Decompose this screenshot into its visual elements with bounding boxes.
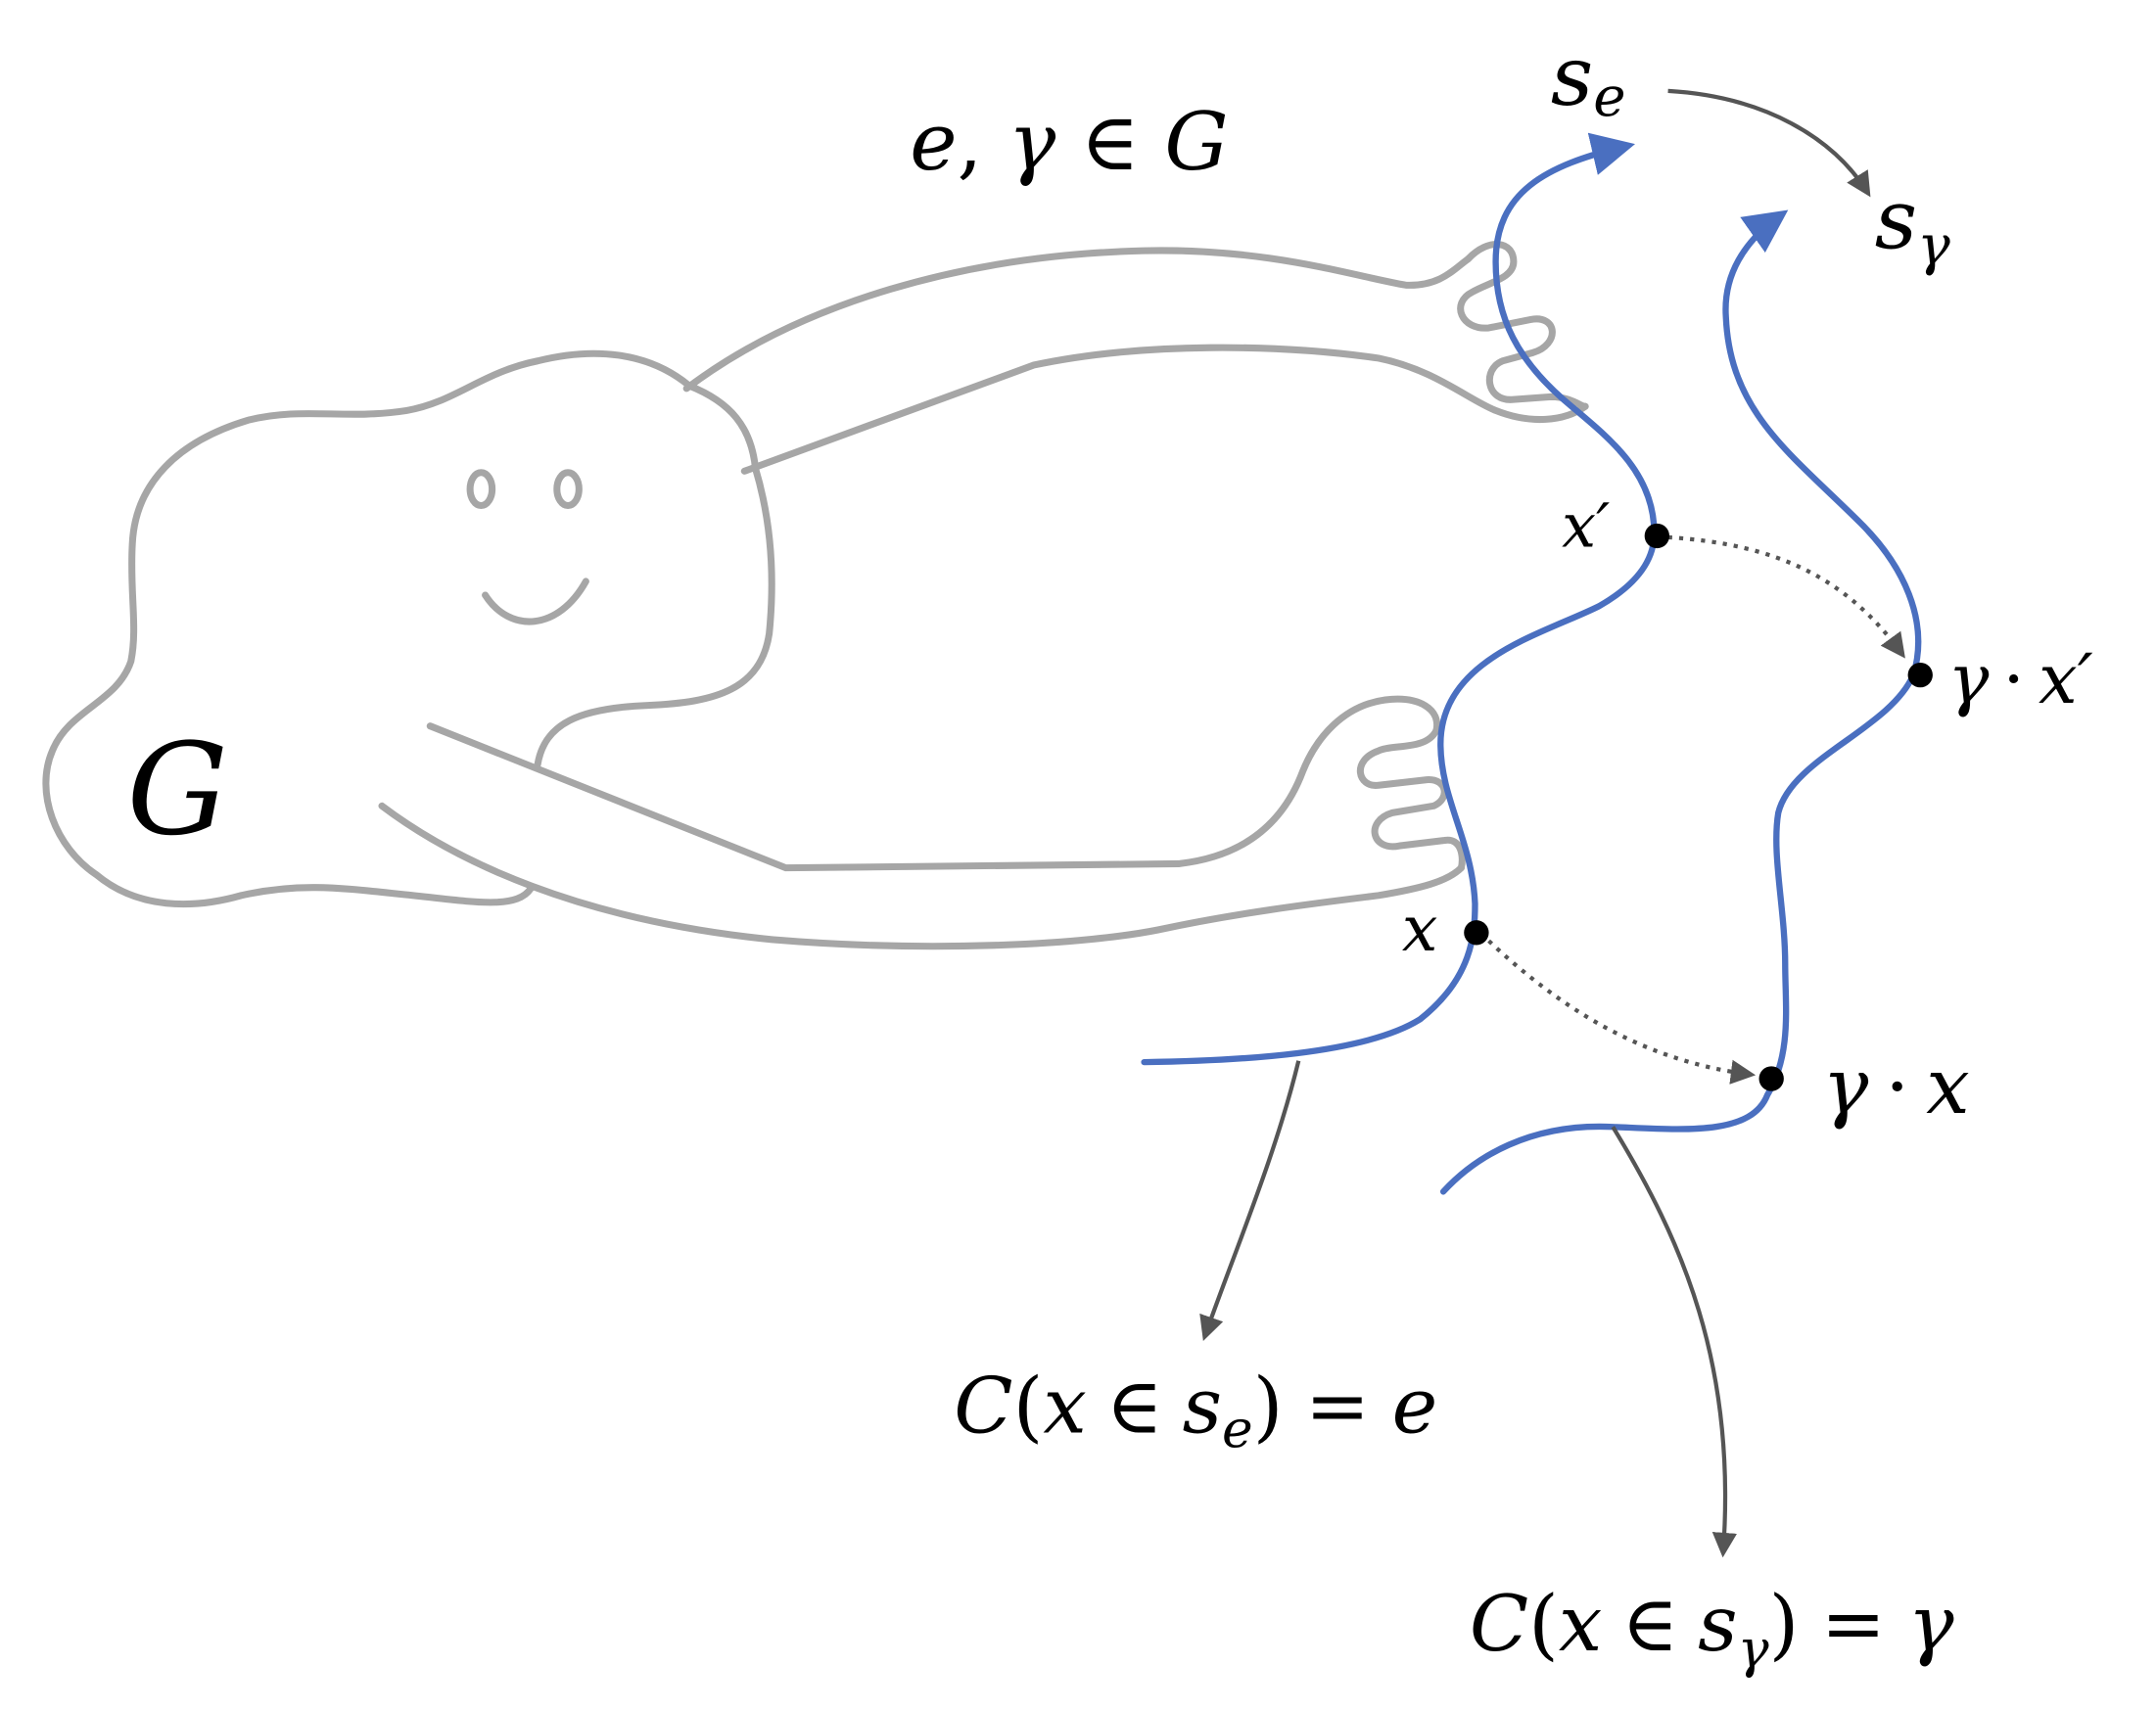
group-creature-outline	[42, 241, 1589, 950]
pointer-canon-e	[1199, 1060, 1301, 1341]
label-canonicalization-gamma: C(x∈sγ)=γ	[1470, 1579, 1955, 1680]
creature-upper-arm-lower-edge	[740, 344, 1589, 475]
label-group-elements: e, γ∈G	[910, 96, 1228, 189]
label-gamma-x-prime: γ·x′	[1947, 639, 2092, 719]
label-canonicalization-e: C(x∈se)=e	[954, 1362, 1437, 1459]
creature-smile	[482, 578, 589, 625]
arrow-s-e-to-s-gamma	[1667, 88, 1871, 198]
creature-head	[42, 349, 760, 908]
point-gamma-x-prime	[1907, 662, 1933, 688]
creature-upper-arm	[682, 247, 1472, 393]
creature-lower-hand-fingers	[1356, 726, 1466, 872]
label-group-G: G	[127, 717, 228, 864]
creature-lower-arm	[426, 695, 1441, 872]
label-x: x	[1402, 893, 1438, 966]
section-curve-s-e	[1141, 132, 1658, 1066]
point-x-prime	[1644, 523, 1670, 549]
point-x	[1464, 920, 1489, 946]
point-gamma-x	[1758, 1066, 1784, 1091]
creature-upper-hand-fingers	[1457, 241, 1589, 410]
creature-body	[534, 465, 775, 768]
action-arrow-x	[1487, 939, 1757, 1085]
creature-right-eye	[553, 469, 583, 510]
label-section-s-e: se	[1551, 28, 1626, 129]
label-gamma-x: γ·x	[1822, 1041, 1969, 1132]
label-x-prime: x′	[1562, 491, 1610, 562]
pointer-canon-gamma	[1611, 1126, 1738, 1558]
label-section-s-gamma: sγ	[1875, 171, 1950, 278]
action-arrow-x-prime	[1667, 534, 1905, 659]
section-curve-s-gamma	[1439, 209, 1922, 1195]
creature-left-eye	[466, 469, 496, 510]
creature-lower-arm-lower-edge	[378, 802, 1465, 950]
